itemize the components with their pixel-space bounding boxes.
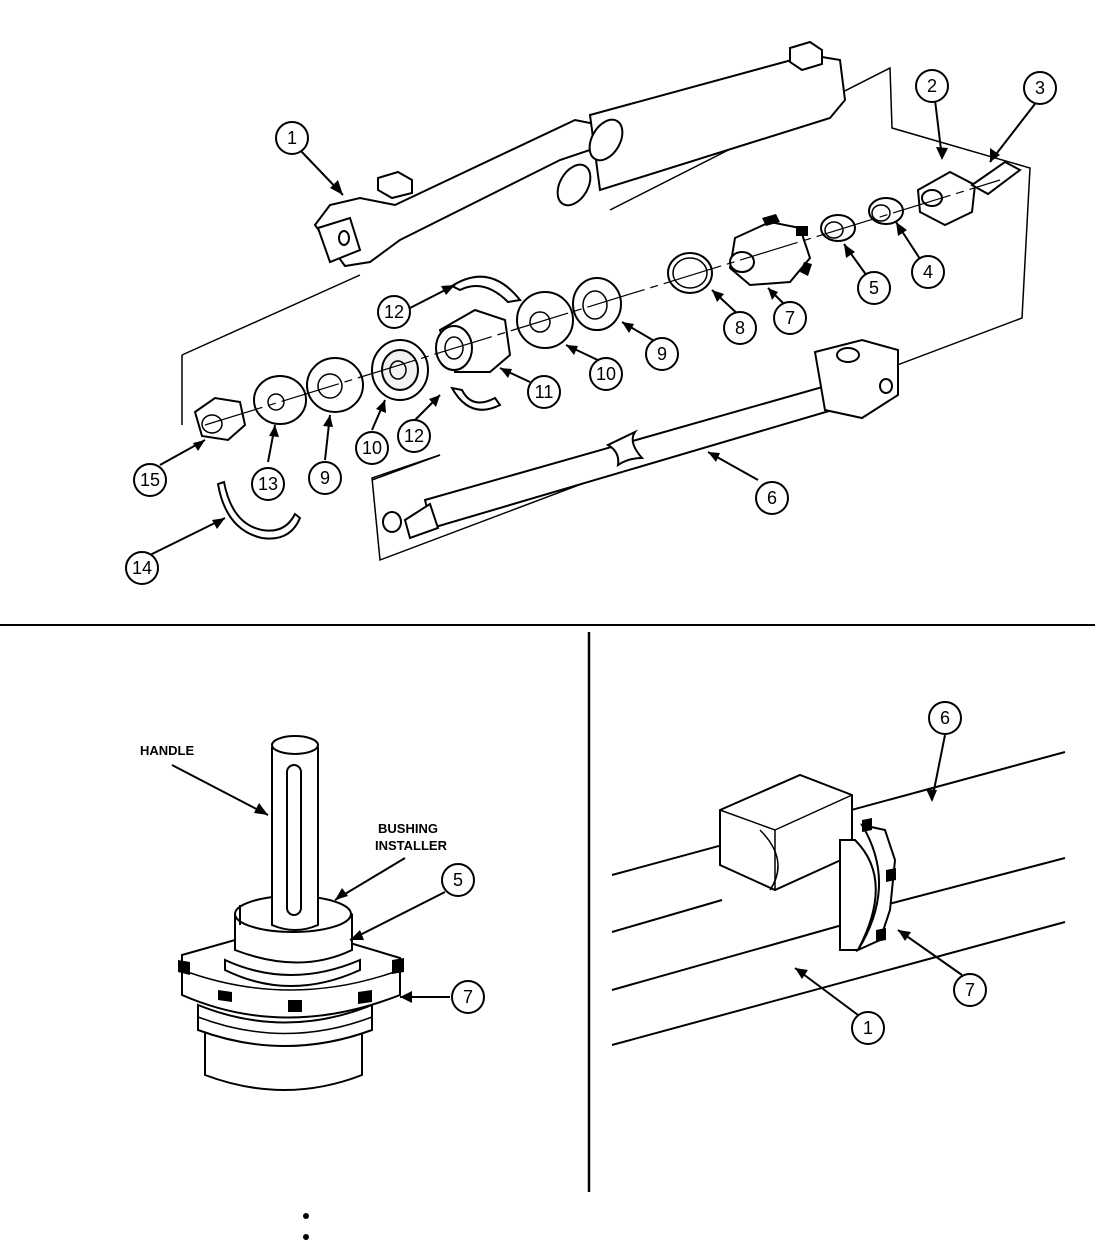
wear-ring-12-lower <box>450 386 502 411</box>
gland-cap-assembled <box>855 823 897 953</box>
callout-6: 6 <box>755 481 789 515</box>
callout-10-lower: 10 <box>355 431 389 465</box>
svg-text:8: 8 <box>735 318 745 338</box>
bushing-installer-label-line1: BUSHING <box>378 821 438 836</box>
piston <box>435 308 512 373</box>
piston-rod <box>382 338 899 540</box>
svg-text:6: 6 <box>767 488 777 508</box>
svg-text:14: 14 <box>132 558 152 578</box>
svg-text:10: 10 <box>596 364 616 384</box>
ring-4 <box>868 197 904 225</box>
callout-15: 15 <box>133 463 167 497</box>
svg-text:7: 7 <box>785 308 795 328</box>
bushing-install-view: HANDLE BUSHING INSTALLER 5 7 <box>140 735 485 1091</box>
callout-12-upper: 12 <box>377 295 411 329</box>
svg-text:3: 3 <box>1035 78 1045 98</box>
svg-text:11: 11 <box>535 382 554 402</box>
svg-text:2: 2 <box>927 76 937 96</box>
callout-3: 3 <box>1023 71 1057 105</box>
gland-cap <box>728 214 812 287</box>
callout-12-lower: 12 <box>397 419 431 453</box>
svg-text:12: 12 <box>404 426 424 446</box>
svg-text:6: 6 <box>940 708 950 728</box>
callout-14: 14 <box>125 551 159 585</box>
callout-7-assembly: 7 <box>953 973 987 1007</box>
callout-8: 8 <box>723 311 757 345</box>
handle-label: HANDLE <box>140 743 194 758</box>
svg-text:9: 9 <box>657 344 667 364</box>
nut-15 <box>193 396 247 442</box>
callout-4: 4 <box>911 255 945 289</box>
continuation-dot <box>303 1234 309 1240</box>
svg-text:1: 1 <box>287 128 297 148</box>
cylinder-barrel <box>313 40 847 268</box>
svg-text:5: 5 <box>453 870 463 890</box>
callout-2: 2 <box>915 69 949 103</box>
callout-7-install: 7 <box>451 980 485 1014</box>
washer-13 <box>253 375 307 425</box>
handle-slot <box>286 764 302 916</box>
callout-10-upper: 10 <box>589 357 623 391</box>
callout-1: 1 <box>275 121 309 155</box>
svg-text:10: 10 <box>362 438 382 458</box>
callout-5-install: 5 <box>441 863 475 897</box>
svg-text:9: 9 <box>320 468 330 488</box>
o-ring-8 <box>667 252 713 294</box>
callout-11: 11 <box>527 375 561 409</box>
wear-ring-12-upper <box>449 275 522 304</box>
callout-7-top: 7 <box>773 301 807 335</box>
svg-text:15: 15 <box>140 470 160 490</box>
svg-text:4: 4 <box>923 262 933 282</box>
continuation-dot <box>303 1213 309 1219</box>
callout-13: 13 <box>251 467 285 501</box>
svg-text:7: 7 <box>965 980 975 1000</box>
callout-5: 5 <box>857 271 891 305</box>
svg-text:12: 12 <box>384 302 404 322</box>
port-block <box>719 773 853 892</box>
retaining-ring-14 <box>216 480 302 540</box>
svg-text:7: 7 <box>463 987 473 1007</box>
bushing-5 <box>820 214 856 242</box>
callout-9-lower: 9 <box>308 461 342 495</box>
exploded-view: 1 2 3 4 5 6 7 8 9 10 11 12 12 10 9 13 15… <box>125 40 1057 585</box>
svg-text:5: 5 <box>869 278 879 298</box>
key <box>970 160 1022 196</box>
svg-text:1: 1 <box>863 1018 873 1038</box>
gland-nut <box>916 170 977 227</box>
callout-1-assembly: 1 <box>851 1011 885 1045</box>
exploded-outline <box>181 66 1031 562</box>
svg-text:13: 13 <box>258 474 278 494</box>
seal-10-lower <box>371 339 429 401</box>
cylinder-assembly-view: 6 7 1 <box>611 701 1066 1046</box>
bushing-installer-label-line2: INSTALLER <box>375 838 448 853</box>
callout-9-upper: 9 <box>645 337 679 371</box>
callout-6-assembly: 6 <box>928 701 962 735</box>
